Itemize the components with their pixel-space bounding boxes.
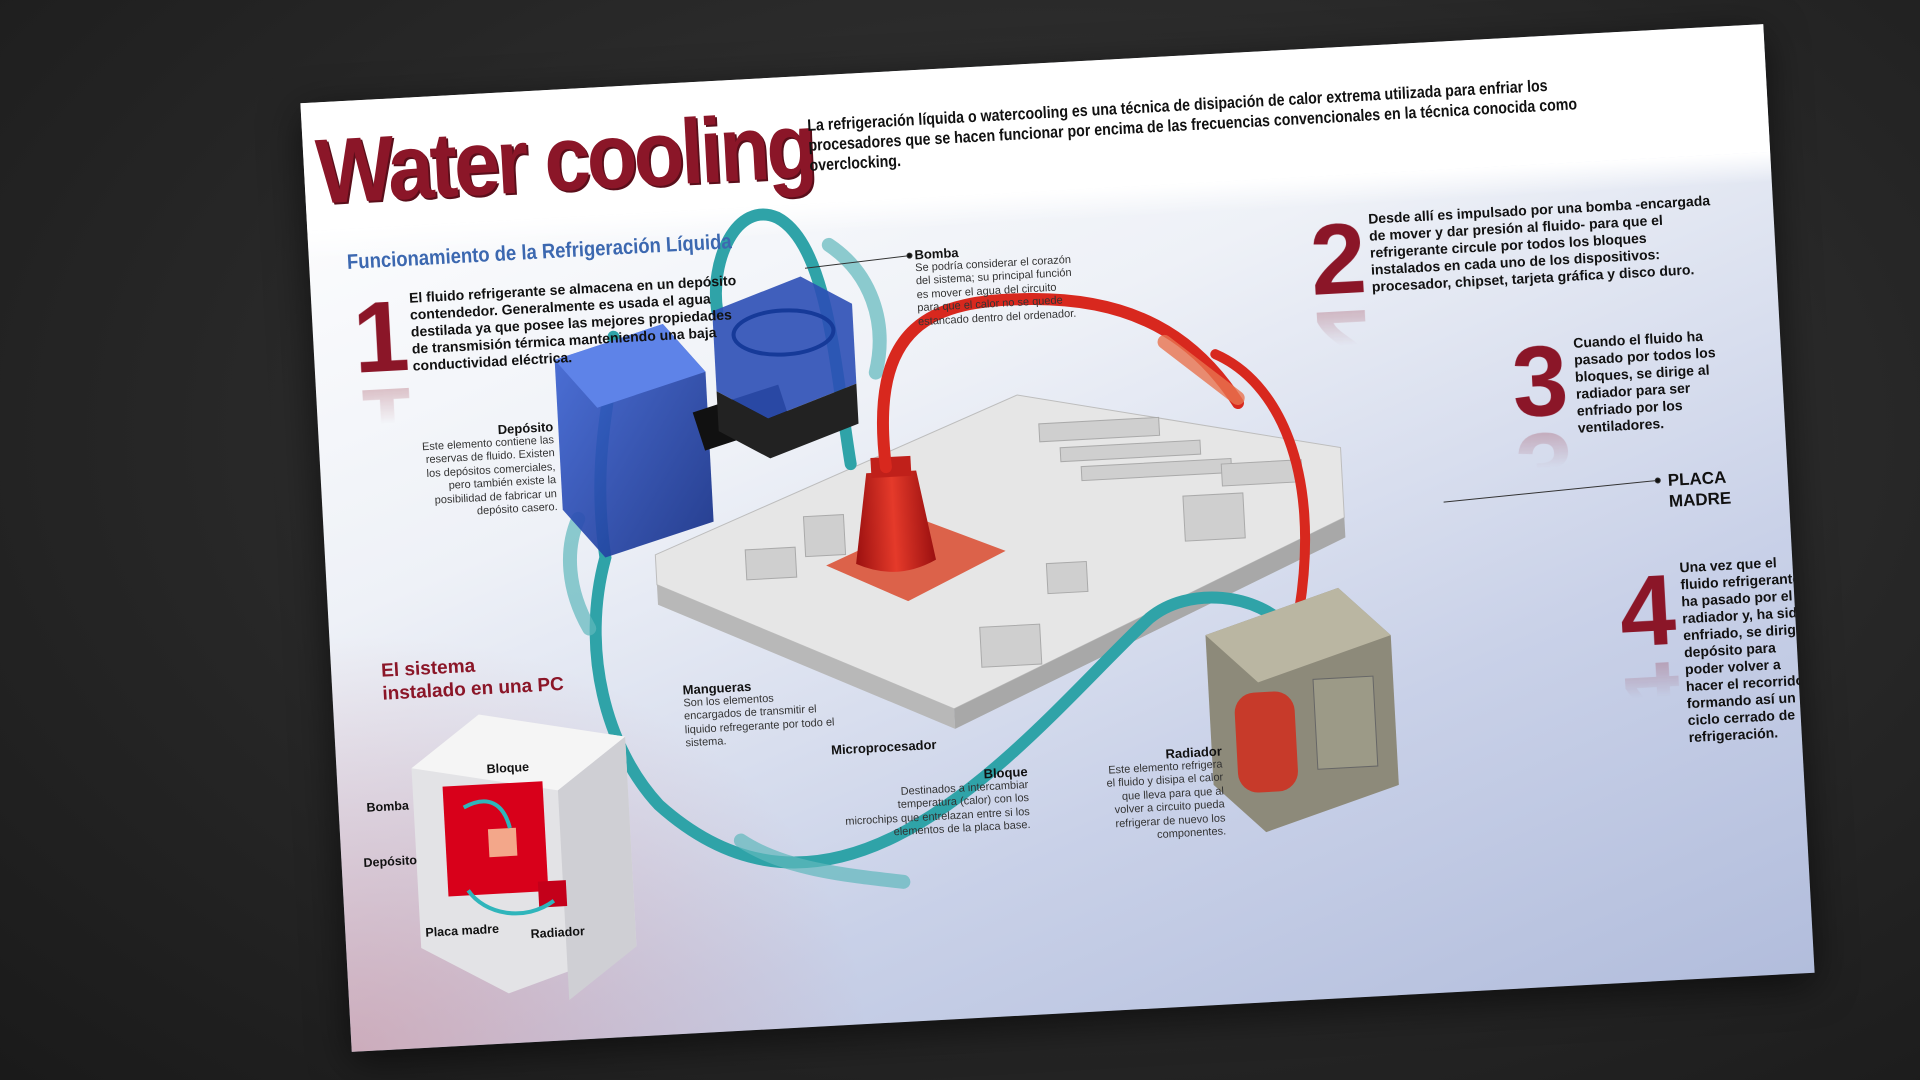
label-deposito: Depósito Este elemento contiene las rese…: [408, 419, 558, 522]
label-bomba: Bomba Se podría considerar el corazón de…: [914, 240, 1078, 330]
leader-lines: [804, 252, 1661, 503]
label-bomba-text: Se podría considerar el corazón del sist…: [914, 253, 1077, 328]
label-radiador: Radiador Este elemento refrigera el flui…: [1097, 743, 1227, 845]
step-number-1: 1: [350, 279, 412, 395]
label-bloque: Bloque Destinados a intercambiar tempera…: [843, 764, 1031, 842]
label-placa-madre: PLACA MADRE: [1667, 467, 1732, 512]
label-radiador-text: Este elemento refrigera el fluido y disi…: [1106, 757, 1227, 842]
radiator: [1205, 587, 1399, 833]
step-3-text: Cuando el fluido ha pasado por todos los…: [1572, 327, 1716, 436]
placa-line-2: MADRE: [1668, 488, 1732, 511]
pump: [712, 276, 859, 459]
pc-label-bloque: Bloque: [486, 759, 530, 777]
step-4-text: Una vez que el fluido refrigerante ha pa…: [1679, 554, 1809, 746]
step-number-2: 2: [1307, 201, 1369, 317]
step-number-3: 3: [1509, 324, 1571, 440]
pc-label-radiador: Radiador: [530, 924, 586, 942]
pc-case: [411, 714, 637, 1001]
illustration: [411, 208, 1661, 1001]
water-cooling-poster: Water cooling La refrigeración líquida o…: [300, 24, 1815, 1052]
pc-label-bomba: Bomba: [366, 798, 410, 815]
step-number-4: 4: [1616, 553, 1679, 669]
pc-label-deposito: Depósito: [363, 853, 418, 870]
label-mangueras: Mangueras Son los elementos encargados d…: [682, 675, 835, 751]
pc-system-title: El sistema instalado en una PC: [381, 650, 565, 706]
label-bloque-text: Destinados a intercambiar temperatura (c…: [845, 778, 1031, 839]
label-deposito-text: Este elemento contiene las reservas de f…: [421, 433, 558, 518]
label-mangueras-text: Son los elementos encargados de transmit…: [683, 692, 835, 750]
